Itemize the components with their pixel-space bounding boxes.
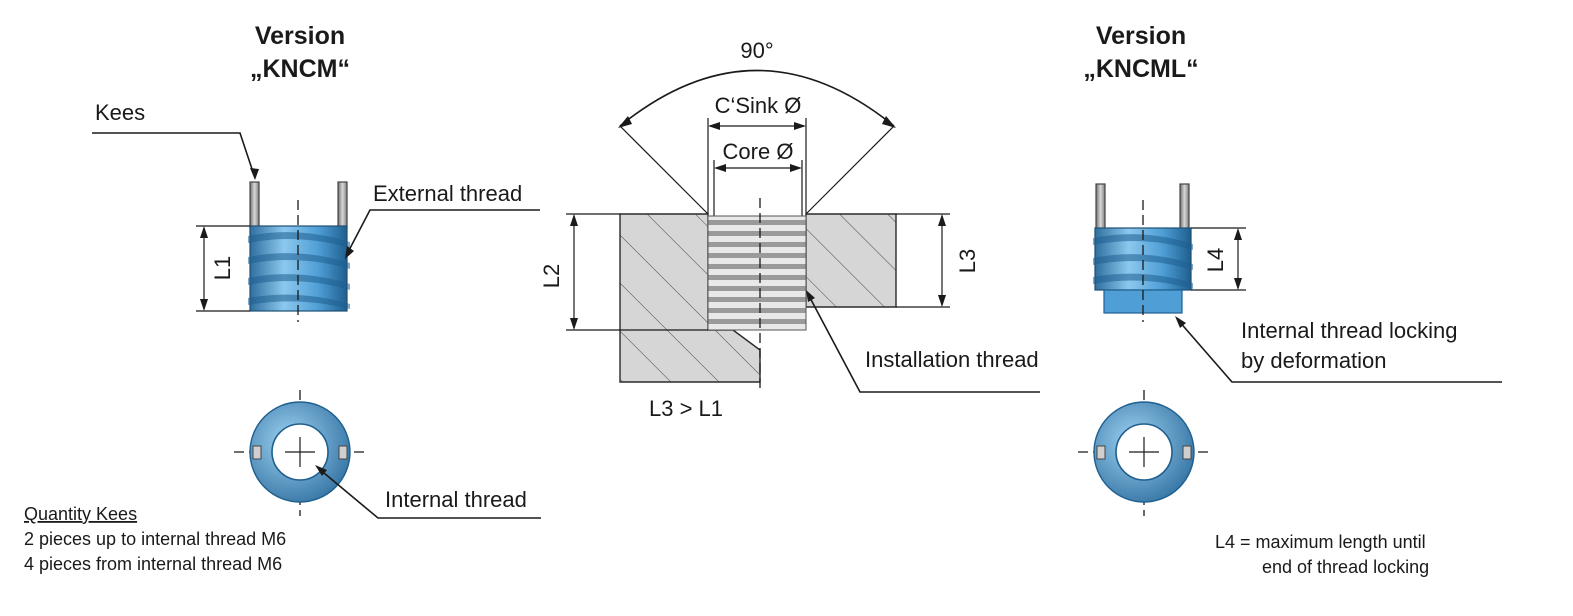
external-thread-leader bbox=[345, 209, 540, 257]
kees-arrowhead bbox=[250, 168, 259, 180]
left-title-line2: „KNCM“ bbox=[250, 55, 350, 83]
quantity-line1: 2 pieces up to internal thread M6 bbox=[24, 529, 286, 549]
label-locking-line2: by deformation bbox=[1241, 348, 1387, 373]
l2-arrow-top bbox=[570, 214, 578, 226]
kees-right bbox=[337, 181, 348, 229]
kncml-ring-kees-right bbox=[1182, 445, 1192, 460]
l4-arrow-bottom bbox=[1234, 278, 1242, 290]
angle-arrow-right bbox=[882, 116, 896, 128]
locking-leader bbox=[1177, 319, 1502, 383]
internal-thread-leader bbox=[317, 467, 541, 519]
insert-kncm-top-view bbox=[234, 390, 366, 516]
internal-thread-arrowhead bbox=[315, 465, 327, 476]
thread-groove-4 bbox=[248, 294, 350, 309]
l3-arrow-bottom bbox=[938, 295, 946, 307]
core-arrow-right bbox=[790, 164, 802, 172]
right-title-line2: „KNCML“ bbox=[1083, 55, 1198, 83]
label-installation-thread: Installation thread bbox=[865, 347, 1039, 372]
csink-label: C‘Sink Ø bbox=[715, 93, 802, 118]
external-thread-arrowhead bbox=[345, 246, 354, 259]
angle-arc bbox=[619, 69, 895, 127]
dim-l2: L2 bbox=[539, 264, 564, 288]
insert-kncml-top-view bbox=[1078, 390, 1210, 516]
thread-groove-3 bbox=[248, 274, 350, 290]
kncml-thread-groove-2 bbox=[1093, 254, 1193, 270]
kees-leader bbox=[92, 132, 256, 179]
core-arrow-left bbox=[714, 164, 726, 172]
dim-l1: L1 bbox=[210, 256, 235, 280]
kncml-ring-kees-left bbox=[1096, 445, 1106, 460]
insert-kncm bbox=[248, 225, 350, 312]
l3-arrow-top bbox=[938, 214, 946, 226]
installation-thread-leader bbox=[807, 293, 1040, 393]
left-version-kncm: Version „KNCM“ Kees L1 External thread bbox=[24, 22, 541, 574]
label-kees: Kees bbox=[95, 100, 145, 125]
countersink-line-left bbox=[619, 125, 709, 215]
dim-l4: L4 bbox=[1203, 248, 1228, 272]
kncml-kees-right bbox=[1179, 183, 1190, 231]
l4-note-line2: end of thread locking bbox=[1262, 557, 1429, 577]
l4-arrow-top bbox=[1234, 228, 1242, 240]
right-version-kncml: Version „KNCML“ L4 Internal thread locki… bbox=[1078, 22, 1502, 577]
threaded-bore bbox=[707, 215, 807, 331]
insert-kncml bbox=[1093, 227, 1193, 314]
label-locking-line1: Internal thread locking bbox=[1241, 318, 1457, 343]
thread-groove-1 bbox=[248, 232, 350, 248]
dim-l3: L3 bbox=[955, 249, 980, 273]
csink-arrow-left bbox=[708, 122, 720, 130]
workpiece-right bbox=[805, 213, 897, 308]
installation-thread-arrowhead bbox=[806, 290, 815, 302]
relation-label: L3 > L1 bbox=[649, 396, 723, 421]
angle-label: 90° bbox=[740, 38, 773, 63]
csink-arrow-right bbox=[794, 122, 806, 130]
locking-arrowhead bbox=[1175, 316, 1186, 328]
countersink-line-right bbox=[805, 125, 895, 215]
thread-groove-2 bbox=[248, 253, 350, 269]
core-label: Core Ø bbox=[723, 139, 794, 164]
l1-arrow-top bbox=[200, 226, 208, 238]
ring-kees-right bbox=[338, 445, 348, 460]
ring-kees-left bbox=[252, 445, 262, 460]
center-section-view: 90° C‘Sink Ø Core Ø L2 bbox=[539, 38, 1040, 421]
l1-arrow-bottom bbox=[200, 299, 208, 311]
kncml-kees-left bbox=[1095, 183, 1106, 231]
label-internal-thread: Internal thread bbox=[385, 487, 527, 512]
left-title-line1: Version bbox=[255, 22, 345, 50]
kncml-thread-groove-1 bbox=[1093, 234, 1193, 250]
right-title-line1: Version bbox=[1096, 22, 1186, 50]
label-external-thread: External thread bbox=[373, 181, 522, 206]
kncml-thread-groove-3 bbox=[1093, 273, 1193, 289]
l2-arrow-bottom bbox=[570, 318, 578, 330]
angle-arrow-left bbox=[618, 116, 632, 128]
quantity-line2: 4 pieces from internal thread M6 bbox=[24, 554, 282, 574]
kees-left bbox=[249, 181, 260, 229]
l4-note-line1: L4 = maximum length until bbox=[1215, 532, 1426, 552]
quantity-title: Quantity Kees bbox=[24, 504, 137, 524]
